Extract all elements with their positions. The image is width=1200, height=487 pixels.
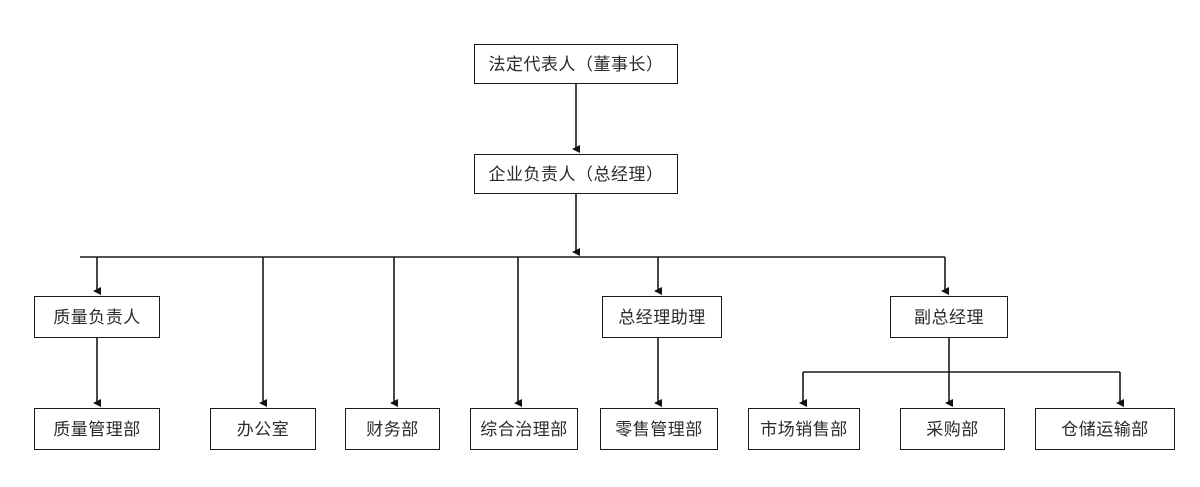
node-deputy-general-manager[interactable]: 副总经理 bbox=[890, 296, 1008, 338]
node-purchasing-dept[interactable]: 采购部 bbox=[900, 408, 1005, 450]
node-quality-head[interactable]: 质量负责人 bbox=[34, 296, 160, 338]
node-warehouse-transport-dept[interactable]: 仓储运输部 bbox=[1035, 408, 1175, 450]
node-general-manager[interactable]: 企业负责人（总经理） bbox=[474, 154, 678, 194]
node-gm-assistant[interactable]: 总经理助理 bbox=[602, 296, 722, 338]
node-label: 办公室 bbox=[236, 419, 290, 439]
node-label: 综合治理部 bbox=[480, 419, 568, 439]
node-label: 仓储运输部 bbox=[1061, 419, 1149, 439]
node-label: 企业负责人（总经理） bbox=[488, 164, 664, 184]
node-label: 零售管理部 bbox=[615, 419, 703, 439]
node-label: 副总经理 bbox=[914, 307, 984, 327]
node-finance-dept[interactable]: 财务部 bbox=[345, 408, 440, 450]
node-legal-representative[interactable]: 法定代表人（董事长） bbox=[474, 44, 678, 84]
node-quality-management-dept[interactable]: 质量管理部 bbox=[34, 408, 160, 450]
node-general-administration-dept[interactable]: 综合治理部 bbox=[470, 408, 578, 450]
node-label: 市场销售部 bbox=[760, 419, 848, 439]
node-label: 质量负责人 bbox=[53, 307, 141, 327]
node-retail-management-dept[interactable]: 零售管理部 bbox=[600, 408, 718, 450]
node-label: 总经理助理 bbox=[618, 307, 706, 327]
node-marketing-sales-dept[interactable]: 市场销售部 bbox=[748, 408, 860, 450]
node-label: 财务部 bbox=[366, 419, 419, 439]
node-office[interactable]: 办公室 bbox=[210, 408, 316, 450]
node-label: 采购部 bbox=[926, 419, 979, 439]
node-label: 质量管理部 bbox=[53, 419, 141, 439]
node-label: 法定代表人（董事长） bbox=[488, 54, 664, 74]
